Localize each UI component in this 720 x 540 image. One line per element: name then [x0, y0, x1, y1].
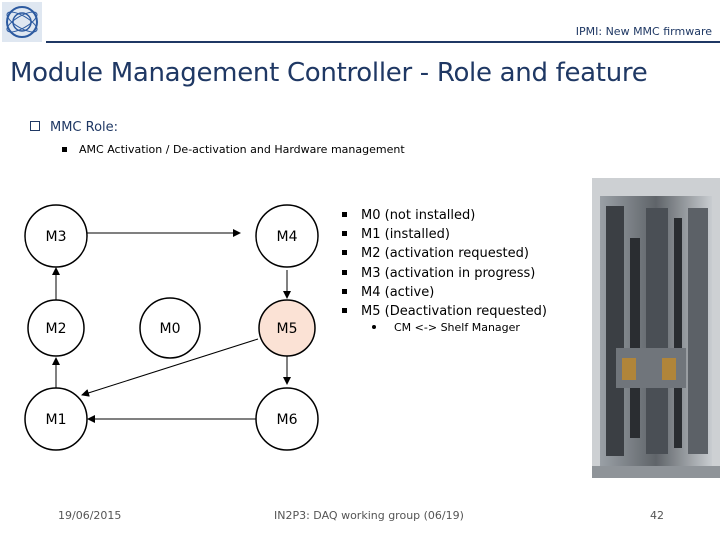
- header-rule: [46, 41, 720, 43]
- state-m4-text: M4 (active): [361, 284, 435, 300]
- node-m4-label: M4: [277, 229, 298, 245]
- edge-m5-m1: [81, 338, 259, 397]
- sub-item-text: CM <-> Shelf Manager: [394, 321, 520, 334]
- square-bullet-icon: [62, 147, 67, 152]
- footer-event: IN2P3: DAQ working group (06/19): [274, 509, 464, 522]
- state-m0-text: M0 (not installed): [361, 208, 476, 223]
- node-m2: M2: [27, 299, 85, 357]
- list-item: M5 (Deactivation requested): [342, 302, 547, 321]
- node-m0-label: M0: [160, 321, 181, 337]
- state-list: M0 (not installed) M1 (installed) M2 (ac…: [342, 206, 547, 321]
- square-bullet-icon: [342, 212, 347, 217]
- node-m6-label: M6: [277, 412, 298, 428]
- state-m3-text: M3 (activation in progress): [361, 265, 536, 281]
- sub-item-cm-shelf: CM <-> Shelf Manager: [372, 321, 520, 334]
- node-m3: M3: [24, 204, 88, 268]
- state-m5-text: M5 (Deactivation requested): [361, 304, 547, 320]
- node-m0: M0: [139, 297, 201, 359]
- node-m5: M5: [258, 299, 316, 357]
- node-m5-label: M5: [277, 321, 298, 337]
- bullet-mmc-role-text: MMC Role:: [50, 120, 119, 135]
- list-item: M1 (installed): [342, 225, 547, 244]
- square-bullet-icon: [342, 288, 347, 294]
- node-m2-label: M2: [46, 321, 67, 337]
- checkbox-bullet-icon: [30, 121, 40, 131]
- square-bullet-icon: [342, 269, 347, 275]
- list-item: M0 (not installed): [342, 206, 547, 225]
- square-bullet-icon: [342, 250, 347, 256]
- hardware-photo: [592, 178, 720, 478]
- slide-title: Module Management Controller - Role and …: [10, 58, 648, 88]
- state-m2-text: M2 (activation requested): [361, 246, 529, 262]
- footer-date: 19/06/2015: [58, 509, 122, 522]
- bullet-mmc-role: MMC Role:: [30, 120, 118, 135]
- footer-page-number: 42: [650, 509, 664, 522]
- list-item: M2 (activation requested): [342, 244, 547, 263]
- square-bullet-icon: [342, 308, 347, 314]
- header-title: IPMI: New MMC firmware: [575, 25, 712, 38]
- square-bullet-icon: [342, 231, 347, 237]
- node-m3-label: M3: [46, 229, 67, 245]
- node-m6: M6: [255, 387, 319, 451]
- cern-logo: [2, 2, 42, 42]
- node-m4: M4: [255, 204, 319, 268]
- list-item: M3 (activation in progress): [342, 264, 547, 283]
- list-item: M4 (active): [342, 283, 547, 302]
- dot-bullet-icon: [372, 325, 376, 329]
- node-m1-label: M1: [46, 412, 67, 428]
- bullet-amc-activation: AMC Activation / De-activation and Hardw…: [62, 143, 405, 156]
- bullet-amc-activation-text: AMC Activation / De-activation and Hardw…: [79, 143, 405, 156]
- node-m1: M1: [24, 387, 88, 451]
- state-m1-text: M1 (installed): [361, 227, 450, 243]
